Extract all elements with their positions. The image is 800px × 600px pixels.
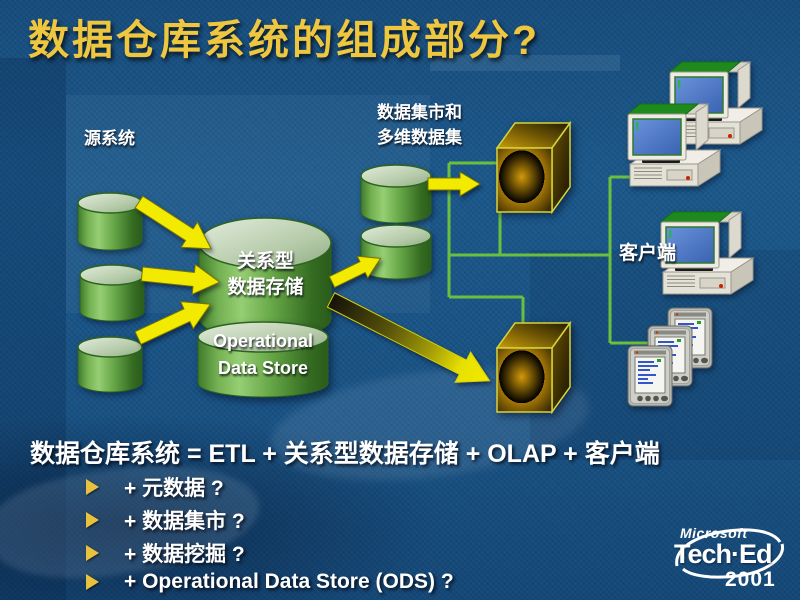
olap-cube-top xyxy=(495,120,572,215)
data-mart-cylinders xyxy=(360,164,432,280)
data-marts-label-line2: 多维数据集 xyxy=(377,128,462,147)
slide-title: 数据仓库系统的组成部分? xyxy=(28,17,541,63)
ods-label-line1: Operational xyxy=(212,331,314,351)
logo-swoosh-icon xyxy=(675,528,785,579)
pda-client-icons xyxy=(627,307,713,407)
logo-microsoft-text: Microsoft xyxy=(680,525,748,541)
warehouse-label-line2: 数据存储 xyxy=(227,277,304,298)
source-database-cylinders xyxy=(77,192,145,393)
bullet-text: + 元数据 ? xyxy=(124,477,224,500)
logo-year-text: 2001 xyxy=(725,568,776,591)
warehouse-label-line1: 关系型 xyxy=(236,251,294,272)
bullet-text: + Operational Data Store (ODS) ? xyxy=(124,570,454,593)
bullet-arrow-icon xyxy=(86,512,99,528)
bullet-item: + 元数据 ? xyxy=(86,472,224,502)
summary-formula: 数据仓库系统 = ETL + 关系型数据存储 + OLAP + 客户端 xyxy=(30,440,660,468)
data-marts-label-line1: 数据集市和 xyxy=(377,103,462,122)
logo-teched-text: Tech·Ed xyxy=(674,539,773,569)
bullet-item: + Operational Data Store (ODS) ? xyxy=(86,570,454,594)
warehouse-cylinder xyxy=(198,217,332,341)
ods-to-olap-arrow xyxy=(326,292,491,383)
ods-label-line2: Data Store xyxy=(217,358,309,378)
ods-cylinder xyxy=(197,321,329,398)
warehouse-label: 关系型 数据存储 xyxy=(199,249,332,301)
olap-cube-bottom xyxy=(495,320,572,415)
bullet-arrow-icon xyxy=(86,479,99,495)
bullet-arrow-icon xyxy=(86,574,99,590)
client-label: 客户端 xyxy=(619,243,677,264)
source-systems-label: 源系统 xyxy=(84,129,135,148)
bullet-item: + 数据挖掘 ? xyxy=(86,538,245,568)
ods-label: Operational Data Store xyxy=(198,328,328,382)
teched-2001-logo: Microsoft Tech·Ed 2001 xyxy=(653,516,799,598)
etl-flow-arrows xyxy=(134,171,491,383)
bullet-arrow-icon xyxy=(86,545,99,561)
bullet-item: + 数据集市 ? xyxy=(86,505,245,535)
bullet-text: + 数据集市 ? xyxy=(124,510,245,533)
data-marts-label: 数据集市和 多维数据集 xyxy=(377,100,462,150)
bullet-text: + 数据挖掘 ? xyxy=(124,543,245,566)
